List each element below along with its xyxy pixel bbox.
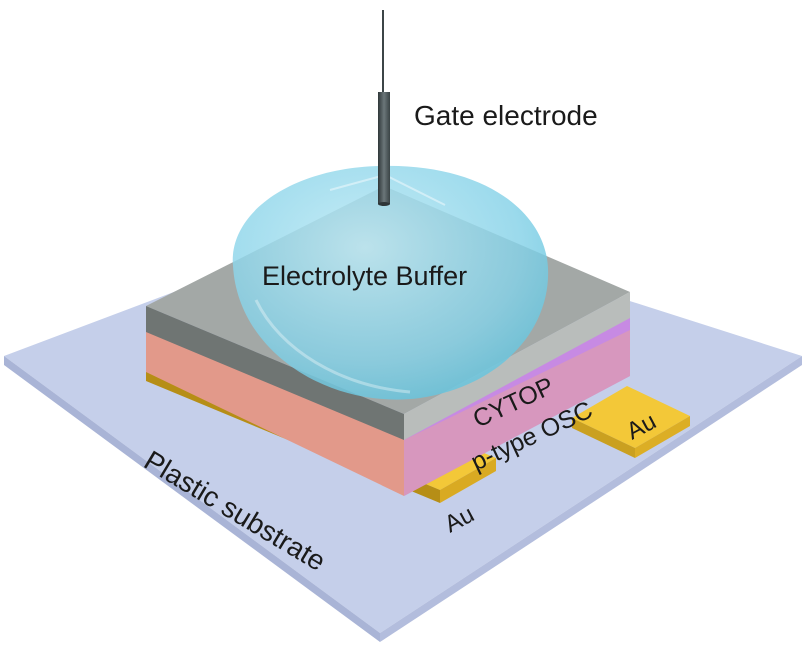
electrolyte-buffer-label: Electrolyte Buffer [262, 261, 467, 291]
gate-electrode [378, 10, 390, 206]
electrolyte-droplet [232, 165, 549, 400]
au-pad-right [572, 386, 690, 458]
gate-electrode-label: Gate electrode [414, 100, 598, 131]
